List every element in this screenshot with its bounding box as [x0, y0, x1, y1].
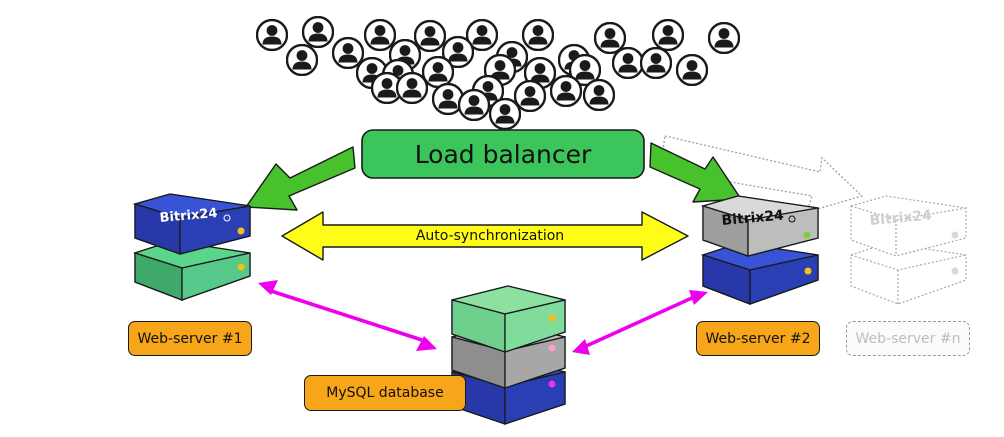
user-icon [414, 20, 446, 52]
mysql-database-label: MySQL database [304, 375, 466, 411]
db-link-left [258, 280, 437, 351]
web-server-1 [132, 193, 251, 301]
auto-sync-label: Auto-synchronization [415, 228, 565, 244]
user-icon [522, 19, 554, 51]
mysql-database-stack [451, 285, 566, 425]
web-server-n-brand: Bitrix24 [869, 208, 933, 229]
user-icon [302, 16, 334, 48]
web-server-n-label: Web-server #n [846, 321, 970, 356]
user-icon [652, 19, 684, 51]
user-icon [514, 80, 546, 112]
user-icon [364, 19, 396, 51]
load-balancer-box [361, 129, 645, 179]
user-icon [489, 98, 521, 130]
user-icon [612, 47, 644, 79]
user-icon [640, 47, 672, 79]
user-icon [676, 54, 708, 86]
distribute-arrow-left [245, 146, 356, 211]
user-icon [332, 37, 364, 69]
sync-arrow [281, 211, 689, 261]
user-icon [458, 89, 490, 121]
web-server-2-brand: Bitrix24 [721, 208, 785, 229]
user-crowd [256, 16, 740, 130]
user-icon [708, 22, 740, 54]
user-icon [256, 19, 288, 51]
user-icon [286, 44, 318, 76]
user-icon [594, 22, 626, 54]
distribute-arrow-right [649, 142, 742, 203]
web-server-n [850, 195, 967, 305]
web-server-2-label: Web-server #2 [696, 321, 820, 356]
web-server-1-label: Web-server #1 [128, 321, 252, 356]
dotted-arrow-to-server-n [659, 135, 864, 213]
web-server-2 [700, 195, 819, 305]
user-icon [396, 72, 428, 104]
web-server-1-brand: Bitrix24 [159, 206, 218, 226]
user-icon [550, 75, 582, 107]
load-balancer-label: Load balancer [414, 139, 592, 169]
db-link-right [572, 290, 708, 355]
user-icon [583, 79, 615, 111]
user-icon [422, 56, 454, 88]
